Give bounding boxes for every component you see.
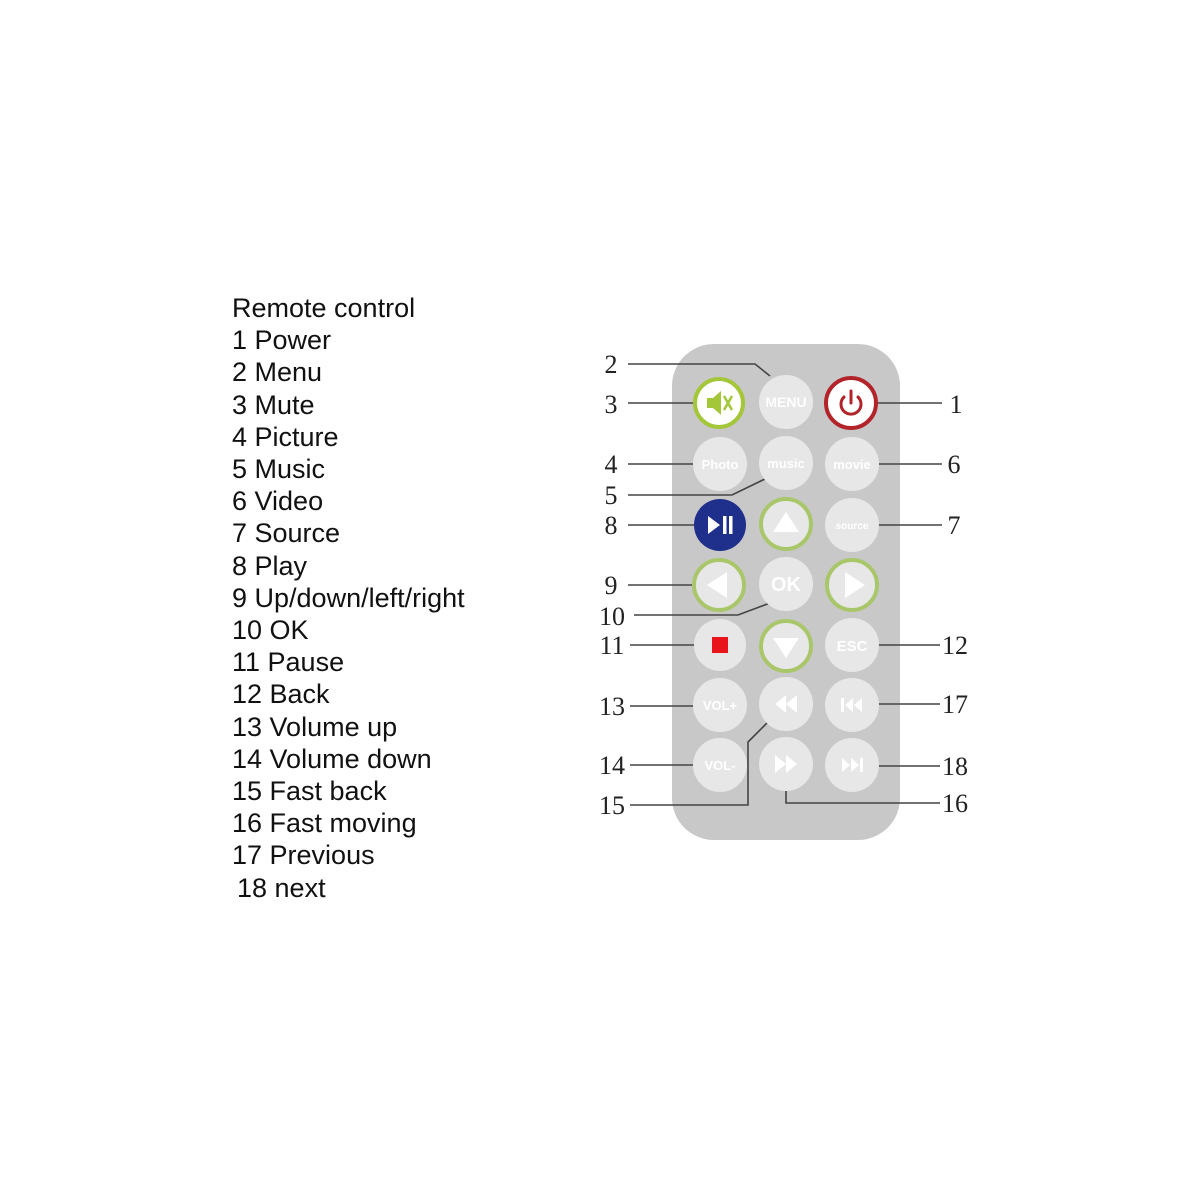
- stop-button[interactable]: [694, 619, 746, 671]
- arrow-down-icon: [773, 638, 799, 658]
- up-button[interactable]: [759, 497, 813, 551]
- legend-item-ok: 10 OK: [232, 615, 309, 646]
- legend-item-pause: 11 Pause: [232, 647, 345, 678]
- arrow-up-icon: [773, 512, 799, 532]
- callout-9: 9: [605, 571, 618, 600]
- arrow-right-icon: [845, 572, 865, 598]
- legend-item-power: 1 Power: [232, 325, 332, 356]
- legend-item-source: 7 Source: [232, 518, 341, 549]
- photo-button[interactable]: Photo: [693, 437, 747, 491]
- photo-button-label: Photo: [702, 457, 739, 472]
- legend-item-back: 12 Back: [232, 679, 330, 710]
- legend-item-music: 5 Music: [232, 454, 326, 485]
- next-icon: [842, 758, 863, 772]
- volume-up-button-label: VOL+: [703, 698, 738, 713]
- right-button[interactable]: [825, 558, 879, 612]
- source-button[interactable]: source: [825, 498, 879, 552]
- legend-item-next: 18 next: [237, 872, 326, 903]
- callout-10: 10: [599, 602, 625, 631]
- menu-button-label: MENU: [765, 394, 806, 410]
- callout-5: 5: [605, 481, 618, 510]
- power-button[interactable]: [824, 376, 878, 430]
- legend-item-fast-back: 15 Fast back: [232, 776, 387, 807]
- play-pause-icon: [708, 516, 733, 534]
- play-pause-button[interactable]: [694, 499, 746, 551]
- previous-button[interactable]: [825, 678, 879, 732]
- callout-1: 1: [950, 390, 963, 419]
- legend-item-mute: 3 Mute: [232, 389, 315, 420]
- callout-numbers: 2 3 1 4 5 6 8 7 9 10 11 12 13 17 14 18 1…: [599, 350, 968, 820]
- power-icon: [839, 389, 863, 416]
- callout-line-10: [634, 602, 771, 616]
- source-button-label: source: [836, 521, 869, 532]
- legend-item-volume-up: 13 Volume up: [232, 711, 398, 742]
- callout-16: 16: [942, 789, 968, 818]
- next-button[interactable]: [825, 738, 879, 792]
- callout-14: 14: [599, 751, 625, 780]
- callout-line-16: [785, 790, 940, 804]
- fast-forward-icon: [775, 755, 797, 773]
- legend-item-direction: 9 Up/down/left/right: [232, 582, 465, 613]
- callout-2: 2: [605, 350, 618, 379]
- callout-13: 13: [599, 692, 625, 721]
- mute-icon: [707, 391, 734, 415]
- legend-item-play: 8 Play: [232, 550, 308, 581]
- legend-item-picture: 4 Picture: [232, 421, 339, 452]
- movie-button[interactable]: movie: [825, 437, 879, 491]
- callout-line-2: [628, 363, 771, 377]
- mute-button[interactable]: [693, 377, 745, 429]
- legend-item-video: 6 Video: [232, 486, 324, 517]
- legend-item-volume-down: 14 Volume down: [232, 743, 432, 774]
- legend-item-fast-moving: 16 Fast moving: [232, 808, 417, 839]
- left-button[interactable]: [692, 558, 746, 612]
- menu-button[interactable]: MENU: [759, 375, 813, 429]
- ok-button-label: OK: [771, 574, 802, 596]
- down-button[interactable]: [759, 619, 813, 673]
- callout-3: 3: [605, 390, 618, 419]
- esc-button[interactable]: ESC: [825, 618, 879, 672]
- callout-line-15: [630, 721, 769, 806]
- callout-17: 17: [942, 690, 968, 719]
- callout-8: 8: [605, 511, 618, 540]
- music-button-label: music: [767, 456, 805, 471]
- rewind-button[interactable]: [759, 677, 813, 731]
- callout-11: 11: [599, 631, 624, 660]
- rewind-icon: [775, 695, 797, 713]
- arrow-left-icon: [707, 572, 727, 598]
- callout-line-5: [628, 477, 768, 496]
- callout-lines: [628, 363, 942, 806]
- ok-button[interactable]: OK: [759, 557, 813, 611]
- fast-forward-button[interactable]: [759, 737, 813, 791]
- esc-button-label: ESC: [837, 638, 868, 655]
- legend-title: Remote control: [232, 293, 416, 323]
- callout-4: 4: [605, 450, 618, 479]
- movie-button-label: movie: [833, 457, 871, 472]
- volume-down-button[interactable]: VOL-: [693, 738, 747, 792]
- callout-6: 6: [948, 450, 961, 479]
- legend-list: Remote control 1 Power 2 Menu 3 Mute 4 P…: [232, 292, 465, 904]
- callout-15: 15: [599, 791, 625, 820]
- legend-item-previous: 17 Previous: [232, 840, 375, 871]
- callout-12: 12: [942, 631, 968, 660]
- stop-icon: [712, 637, 728, 653]
- volume-down-button-label: VOL-: [704, 758, 735, 773]
- music-button[interactable]: music: [759, 436, 813, 490]
- callout-18: 18: [942, 752, 968, 781]
- previous-icon: [841, 698, 862, 712]
- callout-7: 7: [948, 511, 961, 540]
- legend-item-menu: 2 Menu: [232, 357, 323, 388]
- volume-up-button[interactable]: VOL+: [693, 678, 747, 732]
